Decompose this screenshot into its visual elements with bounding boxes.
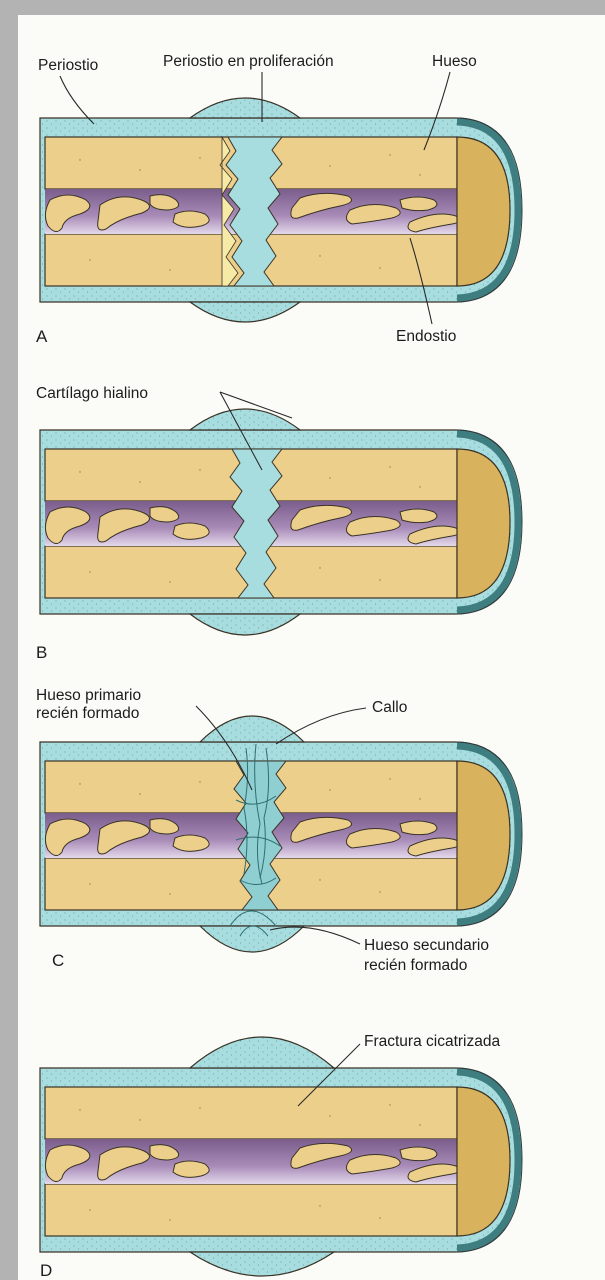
panel-a: A Periostio Periostio en proliferación H… [36,53,522,346]
label-primary-bone-line1: Hueso primario [36,687,141,704]
label-proliferating-periosteum: Periostio en proliferación [163,53,334,70]
label-primary-bone-line2: recién formado [36,705,139,722]
panel-c: C Hueso primario recién formado Callo Hu… [36,687,522,974]
panel-letter-a: A [36,327,48,346]
panel-letter-b: B [36,643,47,662]
panel-d: D Fractura cicatrizada [40,1033,522,1280]
panel-letter-d: D [40,1261,52,1280]
label-endosteum: Endostio [396,328,456,345]
leader-periosteum [60,76,94,124]
label-secondary-bone-line1: Hueso secundario [364,937,489,954]
label-healed-fracture: Fractura cicatrizada [364,1033,500,1050]
panel-b: B Cartílago hialino [36,385,522,662]
panel-letter-c: C [52,951,64,970]
label-bone: Hueso [432,53,477,70]
label-callus: Callo [372,699,407,716]
label-hyaline-cartilage: Cartílago hialino [36,385,148,402]
label-secondary-bone-line2: recién formado [364,957,467,974]
label-periosteum: Periostio [38,57,98,74]
